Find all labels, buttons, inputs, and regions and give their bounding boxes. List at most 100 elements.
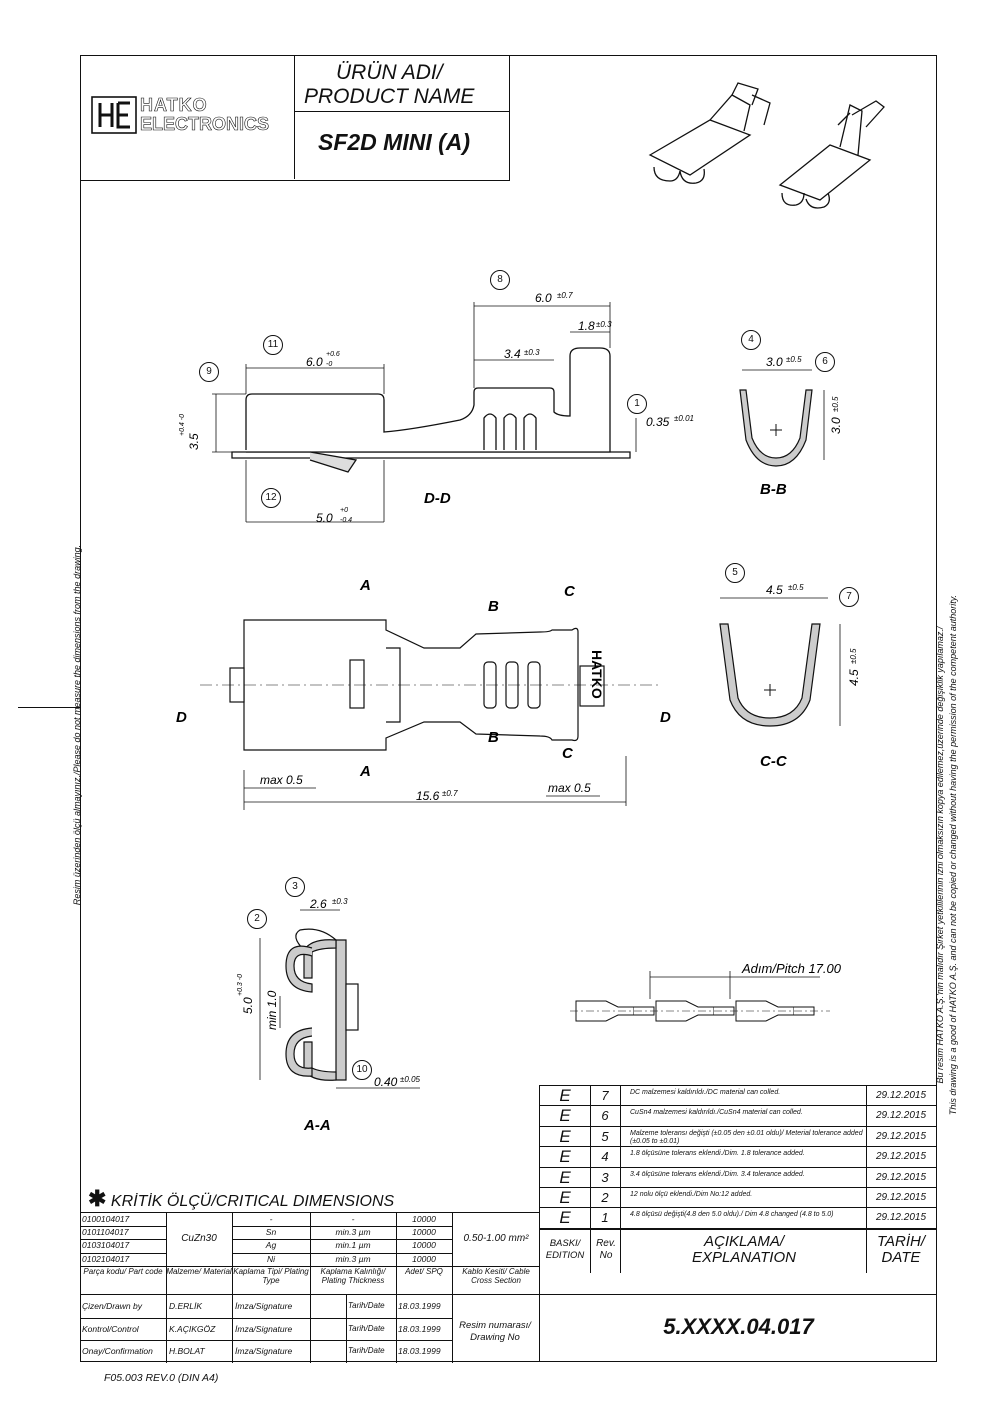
bb-width: 3.0 <box>766 355 783 369</box>
plating-thickness: min.1 µm <box>335 1240 371 1251</box>
top-max-right: max 0.5 <box>548 781 591 795</box>
plating-type: Ni <box>266 1253 276 1264</box>
top-section-c-top: C <box>564 583 576 600</box>
bb-profile <box>739 389 813 467</box>
view-aa: 2.6 ±0.3 5.0 +0.3 -0 min 1.0 0.40 ±0.05 … <box>237 897 421 1134</box>
rev-text: 3.4 ölçüsüne tolerans eklendi./Dim. 3.4 … <box>630 1170 805 1178</box>
parts-header: Parça kodu/ Part code <box>83 1266 163 1276</box>
drawing-no: 5.XXXX.04.017 <box>663 1314 814 1339</box>
rev-text: 4.8 ölçüsü değişti(4.8 den 5.0 oldu)./ D… <box>630 1211 834 1219</box>
part-code: 0101104017 <box>82 1227 129 1238</box>
cc-width-tol: ±0.5 <box>788 583 804 592</box>
aa-profile <box>285 928 359 1081</box>
dd-label: D-D <box>424 490 451 507</box>
name-divider <box>294 111 510 113</box>
cc-height-tol: ±0.5 <box>849 648 858 664</box>
signoff-date-label: Tarih/Date <box>348 1301 385 1310</box>
rev-edition: E <box>559 1167 571 1187</box>
rev-number: 6 <box>601 1108 609 1124</box>
product-name: SF2D MINI (A) <box>318 129 471 155</box>
rev-number: 2 <box>601 1190 609 1205</box>
bb-height: 3.0 <box>829 417 843 434</box>
top-length-tol: ±0.7 <box>442 789 458 798</box>
dd-dim-1: 0.35 <box>646 415 670 429</box>
rev-head-date-1: TARİH/ <box>876 1233 926 1250</box>
dd-dim-9: 3.5 <box>187 433 201 450</box>
rev-head-edition: BASKI/ EDITION <box>545 1238 585 1261</box>
rev-text: DC malzemesi kaldırıldı./DC material can… <box>630 1089 781 1096</box>
rev-date: 29.12.2015 <box>875 1110 927 1122</box>
terminal-3d-left <box>648 82 771 184</box>
aa-min: min 1.0 <box>265 990 279 1030</box>
aa-height: 5.0 <box>241 997 255 1014</box>
dd-dim-3: 3.4 <box>504 347 521 361</box>
cc-width: 4.5 <box>766 583 783 597</box>
dd-dim-3-tol: ±0.3 <box>524 348 540 357</box>
aa-label: A-A <box>303 1117 331 1134</box>
top-length: 15.6 <box>416 789 440 803</box>
rev-number: 5 <box>601 1128 609 1144</box>
balloon-7: 7 <box>839 587 859 607</box>
aa-dim-3-tol: ±0.3 <box>332 897 348 906</box>
top-section-b-bottom: B <box>488 729 499 746</box>
spq: 10000 <box>412 1253 436 1264</box>
signoff-name: K.AÇIKGÖZ <box>169 1323 216 1334</box>
view-cc: 4.5 ±0.5 4.5 ±0.5 C-C <box>719 583 861 770</box>
balloon-10: 10 <box>352 1060 372 1080</box>
strip-pitch: Adım/Pitch 17.00 <box>741 961 842 976</box>
rev-text: Malzeme toleransı değişti (±0.05 den ±0.… <box>630 1129 863 1145</box>
top-section-a-bottom: A <box>359 763 371 780</box>
dd-dim-8: 6.0 <box>535 291 552 305</box>
parts-header: Kaplama Tipi/ Plating Type <box>233 1266 309 1285</box>
hatko-logo <box>90 93 290 144</box>
signoff-role: Kontrol/Control <box>82 1323 139 1334</box>
rev-head-no: Rev. No <box>596 1238 616 1261</box>
rev-date: 29.12.2015 <box>875 1130 927 1142</box>
signoff-date: 18.03.1999 <box>398 1323 441 1334</box>
left-tick <box>18 707 80 708</box>
plating-type: - <box>269 1214 273 1224</box>
logo-text-2: ELECTRONICS <box>140 114 270 135</box>
bb-label: B-B <box>760 481 787 498</box>
rev-edition: E <box>559 1106 571 1126</box>
balloon-4: 4 <box>741 330 761 350</box>
balloon-11: 11 <box>263 335 283 355</box>
signoff-role: Çizen/Drawn by <box>82 1301 142 1311</box>
terminal-3d-views <box>648 82 885 209</box>
logo-mark-icon <box>91 96 137 134</box>
dd-dim-4-tol: ±0.3 <box>596 320 612 329</box>
drawing-no-label: Resim numarası/ Drawing No <box>459 1320 531 1343</box>
balloon-6: 6 <box>815 352 835 372</box>
rev-head-expl-1: AÇIKLAMA/ <box>703 1233 785 1250</box>
side-note-right-2: This drawing is a good of HATKO A.Ş. and… <box>948 594 958 1116</box>
cable-cross-section: 0.50-1.00 mm² <box>463 1233 529 1244</box>
plating-type: Ag <box>265 1240 277 1251</box>
top-outline <box>229 619 605 751</box>
signoff-date-label: Tarih/Date <box>348 1323 385 1333</box>
balloon-12: 12 <box>261 488 281 508</box>
plating-thickness: - <box>351 1214 355 1224</box>
rev-number: 1 <box>601 1210 609 1226</box>
view-top: A A B B C C D D HATKO max 0.5 max 0.5 15… <box>176 577 671 810</box>
part-code: 0100104017 <box>82 1214 130 1224</box>
logo-text-1: HATKO <box>140 95 208 116</box>
dd-dim-4: 1.8 <box>578 319 595 333</box>
dd-dim-12-tol-dn: -0.4 <box>340 517 352 524</box>
top-section-b-top: B <box>488 598 499 615</box>
signoff-signature-label: İmza/Signature <box>235 1301 293 1311</box>
rev-number: 3 <box>601 1169 609 1185</box>
rev-edition: E <box>559 1086 571 1105</box>
aa-dim-3: 2.6 <box>309 897 327 911</box>
spq: 10000 <box>412 1214 436 1224</box>
aa-thickness-tol: ±0.05 <box>400 1075 421 1084</box>
signoff-date-label: Tarih/Date <box>348 1346 385 1356</box>
rev-edition: E <box>559 1126 571 1146</box>
dd-dim-11-tol-up: +0.6 <box>326 351 340 358</box>
top-stamp: HATKO <box>589 650 605 699</box>
rev-head-date-2: DATE <box>881 1249 921 1266</box>
